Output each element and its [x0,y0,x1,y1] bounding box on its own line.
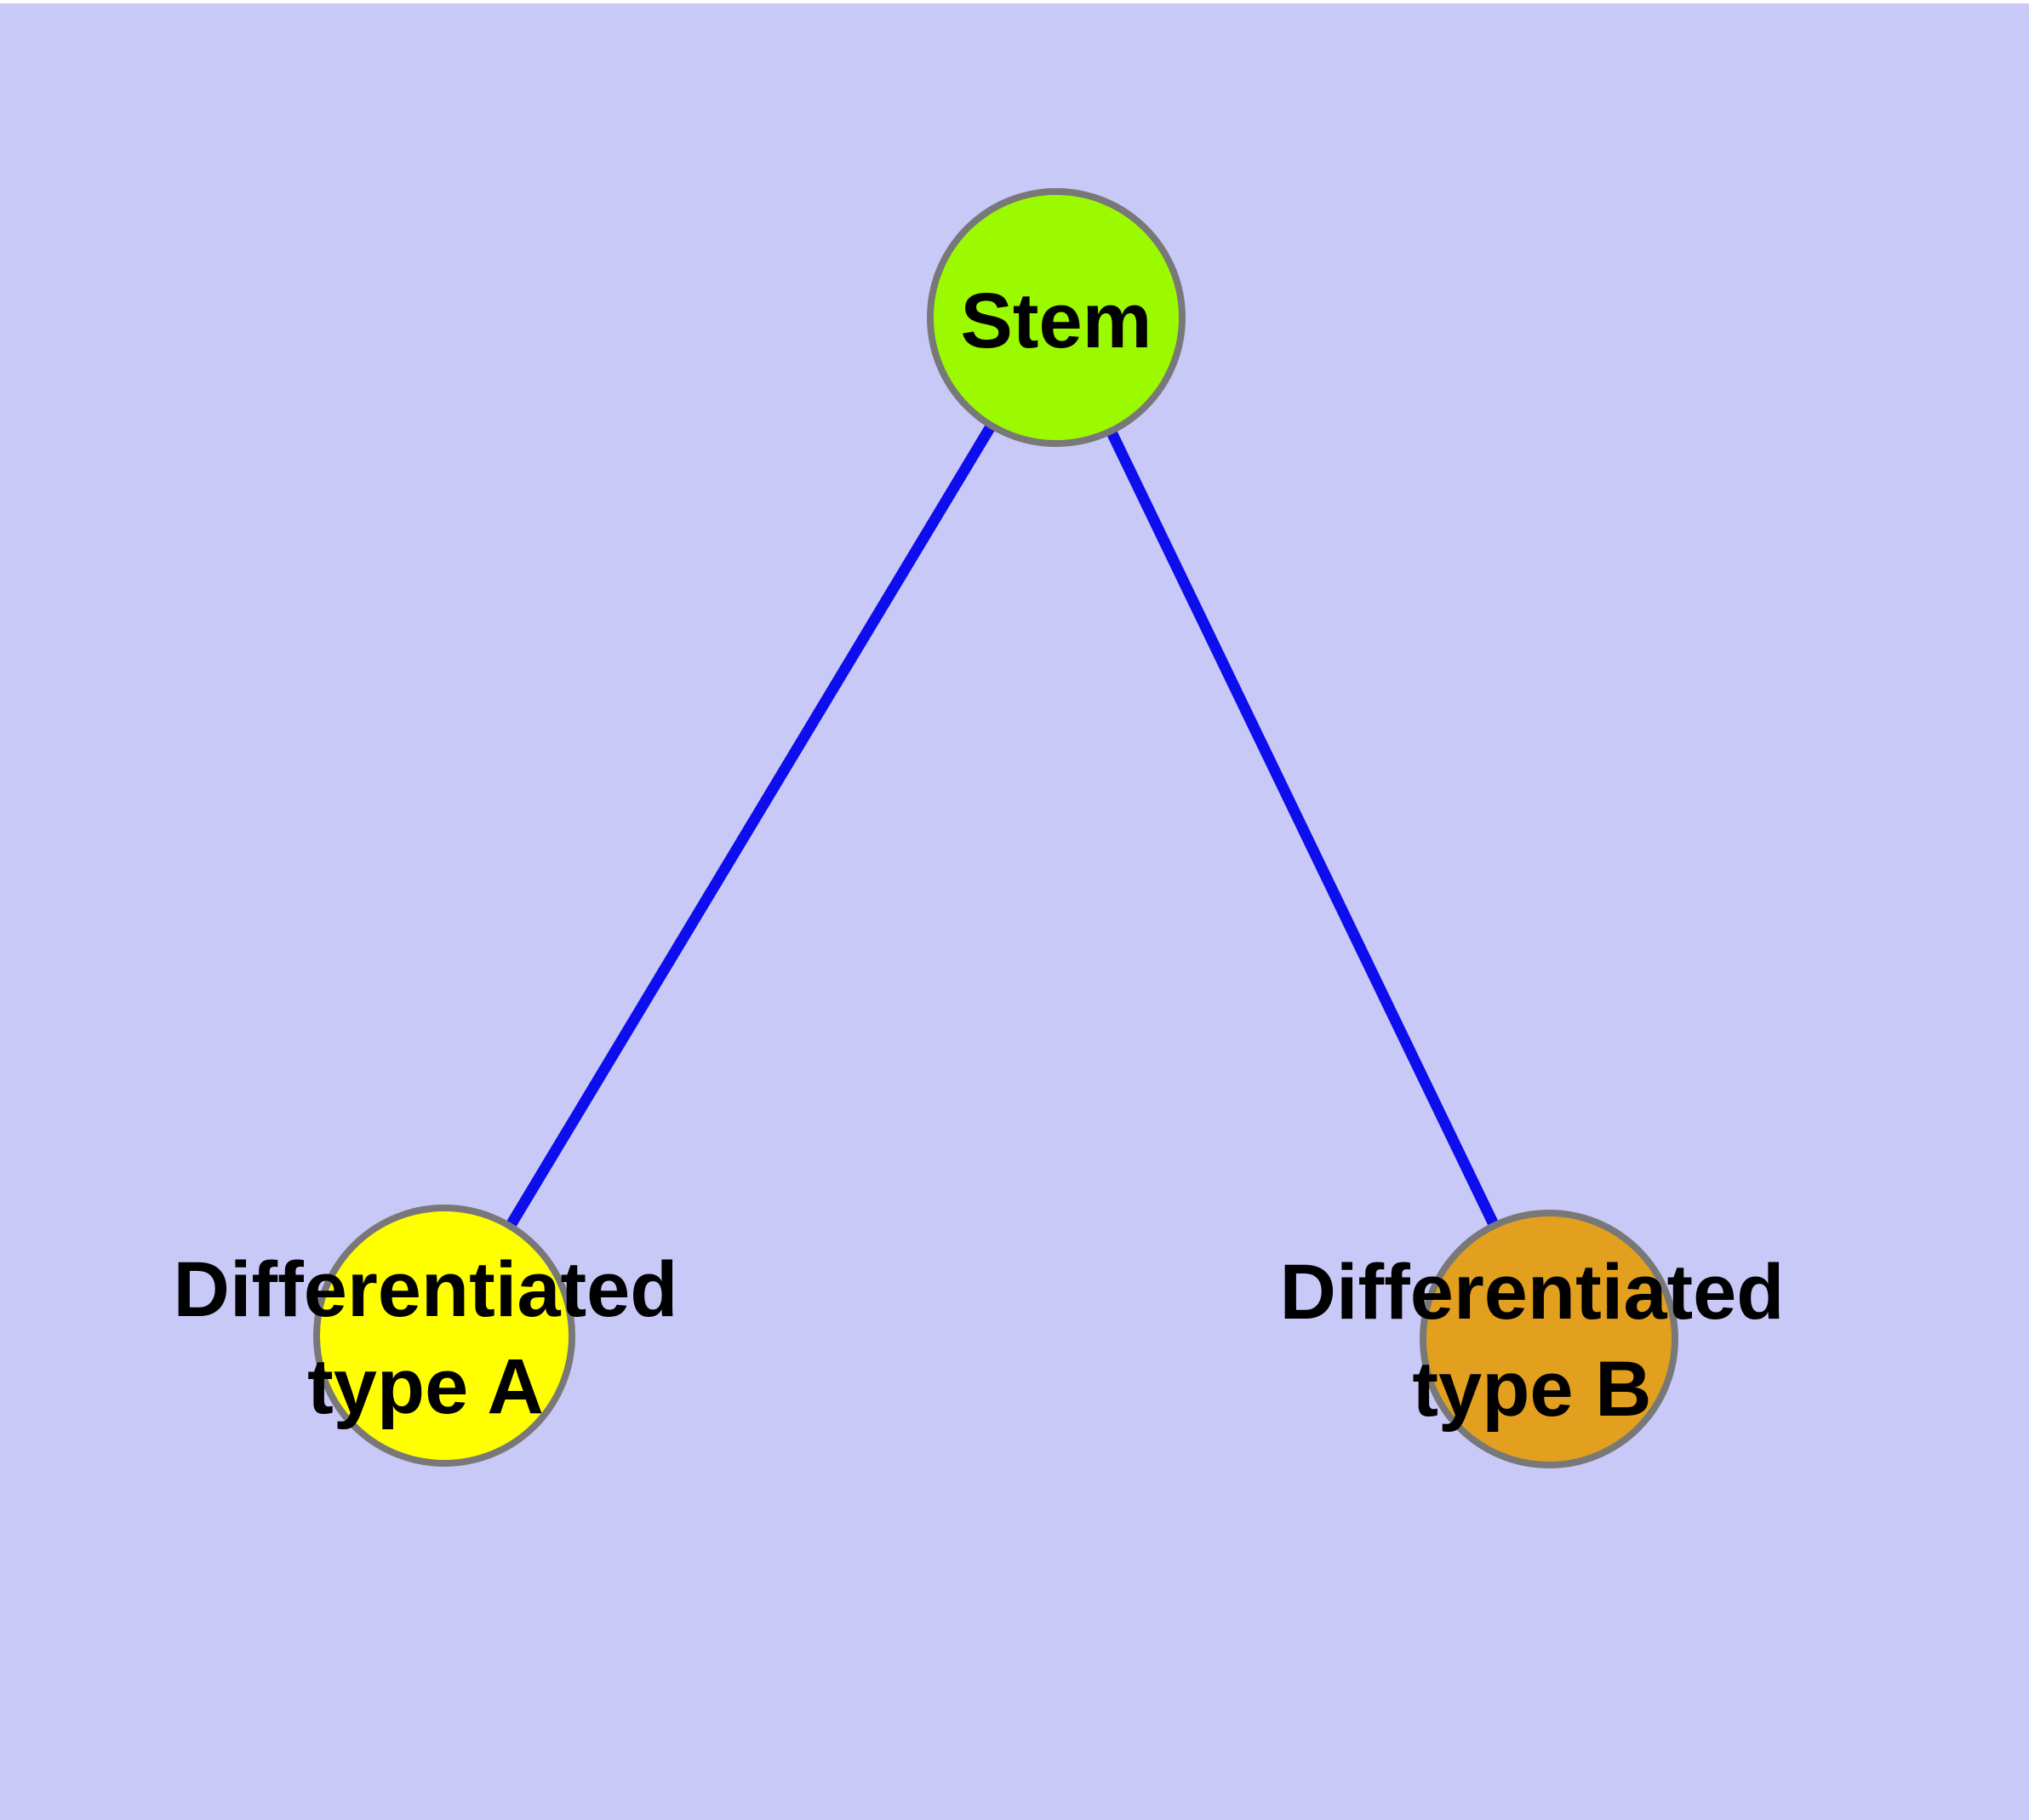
node-stem-label: Stem [960,278,1152,364]
edge-stem-to-type-b [1051,315,1554,1342]
node-type-b-label-line1: Differentiated [1279,1249,1785,1336]
node-stem-circle [930,192,1182,444]
top-margin-strip [0,0,2029,3]
node-type-b-label-line2: type B [1412,1346,1652,1433]
node-type-a-circle [317,1208,572,1463]
node-type-a-label-line1: Differentiated [173,1246,678,1333]
node-type-a-border [313,1205,575,1467]
node-stem-border [927,188,1186,447]
node-type-b-circle [1423,1213,1675,1465]
node-type-a-label-line2: type A [307,1343,544,1430]
node-type-b-label: Differentiated type B [1280,1244,1785,1438]
edge-stem-to-type-a [439,314,1061,1339]
node-type-a-label: Differentiated type A [174,1241,678,1435]
node-type-b-border [1420,1210,1678,1468]
